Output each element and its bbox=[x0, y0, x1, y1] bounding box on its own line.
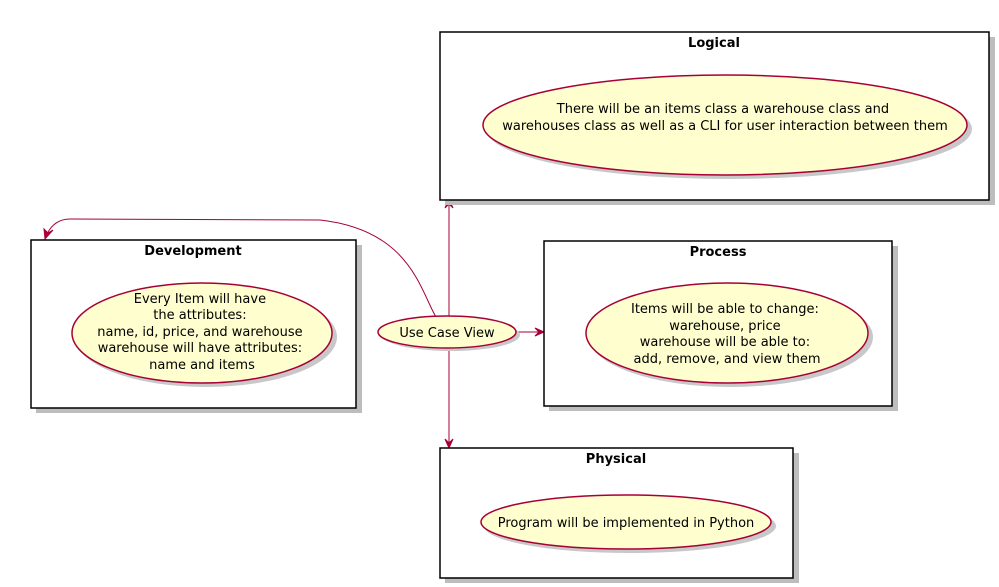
usecase-line: name, id, price, and warehouse bbox=[97, 325, 302, 340]
package-title: Process bbox=[690, 245, 747, 260]
edge-to-development bbox=[46, 218, 437, 318]
usecase-line: warehouse will have attributes: bbox=[98, 341, 302, 356]
usecase-line: Every Item will have bbox=[134, 292, 266, 307]
usecase-line: warehouse, price bbox=[669, 319, 780, 334]
usecase-line: name and items bbox=[149, 358, 255, 373]
usecase-physical-text: Program will be implemented in Python bbox=[498, 516, 755, 531]
package-development: Development Every Item will have the att… bbox=[30, 239, 362, 413]
usecase-physical bbox=[480, 494, 772, 550]
usecase-view-label: Use Case View bbox=[399, 326, 495, 341]
usecase-process bbox=[585, 282, 869, 384]
edges bbox=[43, 197, 546, 450]
package-physical: Physical Program will be implemented in … bbox=[439, 447, 799, 583]
usecase-process-text: Items will be able to change: warehouse,… bbox=[631, 302, 823, 367]
usecase-logical-text: There will be an items class a warehouse… bbox=[502, 102, 948, 134]
package-title: Development bbox=[144, 244, 241, 259]
usecase-line: Items will be able to change: bbox=[631, 302, 819, 317]
arrowhead-development bbox=[43, 227, 54, 241]
usecase-line: There will be an items class a warehouse… bbox=[556, 102, 889, 117]
usecase-development-text: Every Item will have the attributes: nam… bbox=[97, 292, 306, 373]
package-title: Physical bbox=[586, 452, 646, 467]
usecase-view bbox=[377, 315, 517, 349]
usecase-line: warehouse will be able to: bbox=[640, 335, 810, 350]
usecase-logical bbox=[482, 74, 968, 176]
usecase-development bbox=[71, 282, 333, 384]
center-usecase: Use Case View bbox=[377, 315, 520, 351]
usecase-line: warehouses class as well as a CLI for us… bbox=[502, 119, 948, 134]
arrowhead-process bbox=[534, 327, 546, 337]
package-title: Logical bbox=[688, 36, 740, 51]
package-logical: Logical There will be an items class a w… bbox=[439, 31, 995, 205]
usecase-line: add, remove, and view them bbox=[633, 352, 820, 367]
package-process: Process Items will be able to change: wa… bbox=[543, 240, 898, 411]
usecase-line: Program will be implemented in Python bbox=[498, 516, 755, 531]
usecase-line: the attributes: bbox=[153, 308, 246, 323]
arrowhead-physical bbox=[444, 438, 454, 450]
